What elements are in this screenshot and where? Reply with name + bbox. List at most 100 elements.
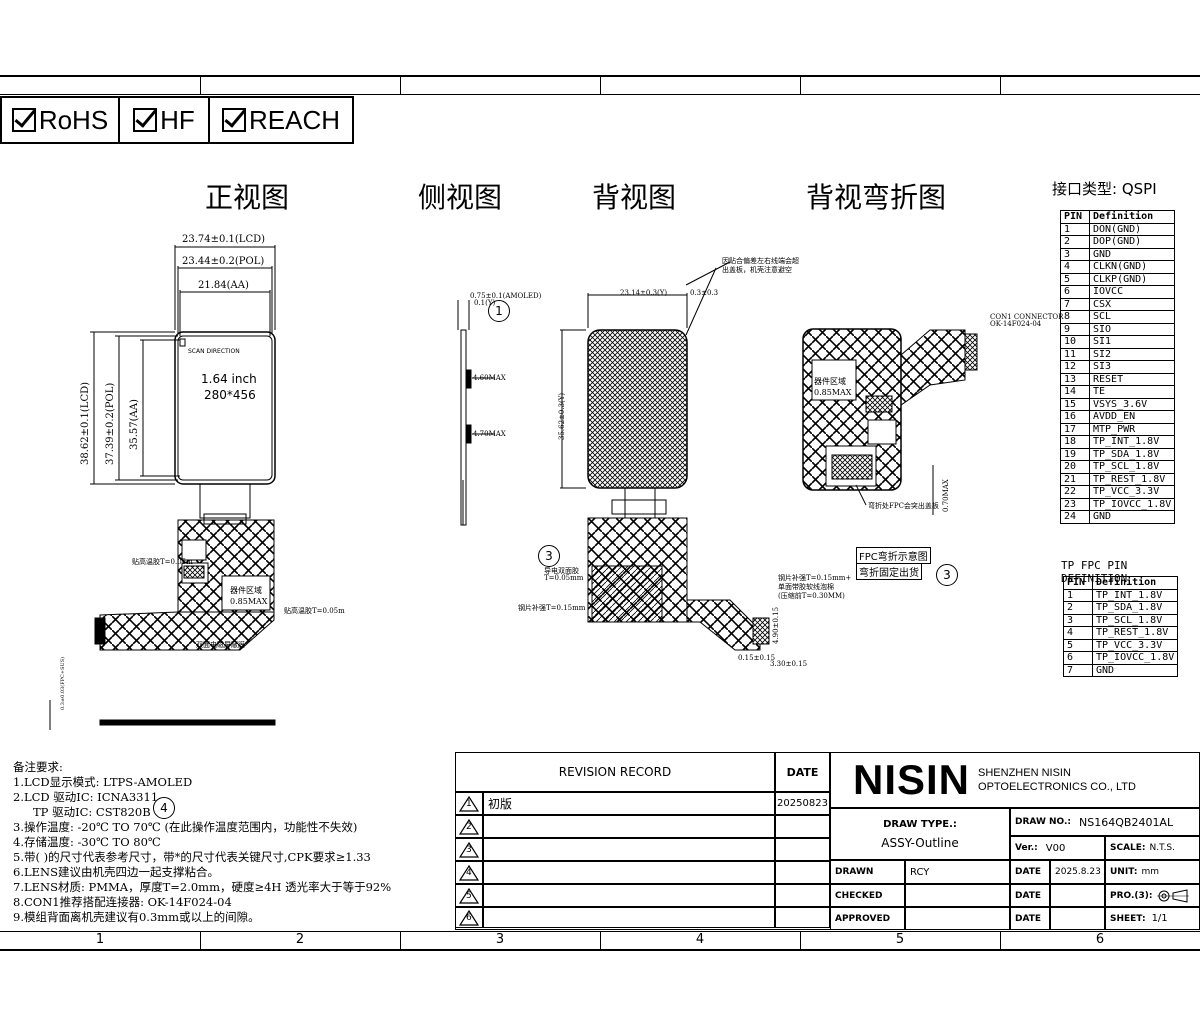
pin-definition: IOVCC xyxy=(1088,285,1176,299)
revision-number: 4 xyxy=(466,867,472,878)
unit-value: mm xyxy=(1141,867,1159,877)
pin-definition: SI3 xyxy=(1088,360,1176,374)
revision-number-cell: 2 xyxy=(455,815,483,838)
pin-number: 2 xyxy=(1060,235,1090,249)
revision-date xyxy=(775,815,830,838)
revision-triangle-icon: 3 xyxy=(459,841,479,858)
revision-date xyxy=(775,861,830,884)
note-line: 7.LENS材质: PMMA，厚度T=2.0mm，硬度≥4H 透光率大于等于92… xyxy=(13,880,392,894)
callout-4: 4 xyxy=(153,797,175,819)
revision-description: 初版 xyxy=(483,792,775,815)
revision-number-cell: 1 xyxy=(455,792,483,815)
draw-no-cell: DRAW NO.: NS164QB2401AL xyxy=(1010,808,1200,836)
pin-definition: TE xyxy=(1088,385,1176,399)
definition-column-header: Definition xyxy=(1088,210,1176,224)
back-dim: 4.90±0.15 xyxy=(772,606,780,644)
revision-date-header: DATE xyxy=(775,752,830,792)
pin-definition: MTP_PWR xyxy=(1088,422,1176,436)
pol-width-dim: 23.44±0.2(POL) xyxy=(182,256,265,267)
component-area-label: 器件区域 xyxy=(230,586,262,595)
pin-number: 22 xyxy=(1060,485,1090,499)
revision-description xyxy=(483,838,775,861)
back-width-dim: 23.14±0.3(Y) xyxy=(620,289,668,297)
pin-definition: SCL xyxy=(1088,310,1176,324)
top-zone-ruler xyxy=(0,76,1200,94)
zone-label: 5 xyxy=(895,932,905,947)
pin-definition: AVDD_EN xyxy=(1088,410,1176,424)
definition-column-header: Definition xyxy=(1091,576,1179,590)
scale-label: SCALE: xyxy=(1110,843,1146,853)
pin-number: 5 xyxy=(1063,638,1093,652)
revision-number: 1 xyxy=(466,798,472,809)
back-note: 出盖板，机壳注意避空 xyxy=(722,266,792,274)
conductive-tape-thickness: T=0.05mm xyxy=(544,574,584,582)
callout-1: 1 xyxy=(488,300,510,322)
notes-block: 备注要求: 1.LCD显示模式: LTPS-AMOLED 2.LCD 驱动IC:… xyxy=(13,760,391,925)
pin-definition: TP_INT_1.8V xyxy=(1088,435,1176,449)
pin-definition: TP_INT_1.8V xyxy=(1091,588,1179,602)
back-gap-dim: 0.3±0.3 xyxy=(690,289,719,297)
pin-number: 5 xyxy=(1060,272,1090,286)
pin-number: 21 xyxy=(1060,472,1090,486)
checked-label: CHECKED xyxy=(830,884,905,907)
connector-model: OK-14F024-04 xyxy=(990,320,1042,328)
pin-definition: TP_REST_1.8V xyxy=(1091,626,1179,640)
pin-definition: CLKP(GND) xyxy=(1088,272,1176,286)
pin-definition: DOP(GND) xyxy=(1088,235,1176,249)
zone-label: 3 xyxy=(495,932,505,947)
side-max-dim: 4.70MAX xyxy=(473,430,506,438)
tape-label: 贴高温胶T=0.05m xyxy=(284,607,345,615)
sheet-cell: SHEET: 1/1 xyxy=(1105,907,1200,930)
revision-description xyxy=(483,907,775,928)
callout-3: 3 xyxy=(936,564,958,586)
version-cell: Ver.: V00 xyxy=(1010,836,1105,860)
pin-definition: DON(GND) xyxy=(1088,222,1176,236)
component-max-label: 0.85MAX xyxy=(814,388,852,397)
revision-number: 2 xyxy=(466,821,472,832)
note-line: 1.LCD显示模式: LTPS-AMOLED xyxy=(13,775,193,789)
date-label: DATE xyxy=(1010,860,1050,884)
note-line: 4.存储温度: -30℃ TO 80℃ xyxy=(13,835,161,849)
revision-date: 20250823 xyxy=(775,792,830,815)
front-view xyxy=(49,245,276,730)
scan-direction-label: SCAN DIRECTION xyxy=(188,348,240,355)
pin-number: 6 xyxy=(1063,651,1093,665)
pin-number: 4 xyxy=(1060,260,1090,274)
checked-date xyxy=(1050,884,1105,907)
sheet-label: SHEET: xyxy=(1110,913,1146,924)
sheet-value: 1/1 xyxy=(1151,913,1168,924)
back-dim: 3.30±0.15 xyxy=(770,660,808,668)
callout-3: 3 xyxy=(538,545,560,567)
revision-number-cell: 5 xyxy=(455,884,483,907)
component-area-label: 器件区域 xyxy=(814,377,846,386)
drawn-value: RCY xyxy=(905,860,1010,884)
pin-definition: TP_SDA_1.8V xyxy=(1088,447,1176,461)
note-line: TP 驱动IC: CST820B xyxy=(33,805,151,819)
zone-label: 1 xyxy=(95,932,105,947)
pin-definition: SI1 xyxy=(1088,335,1176,349)
side-max-dim: 4.60MAX xyxy=(473,374,506,382)
pin-number: 1 xyxy=(1063,588,1093,602)
pin-number: 10 xyxy=(1060,335,1090,349)
